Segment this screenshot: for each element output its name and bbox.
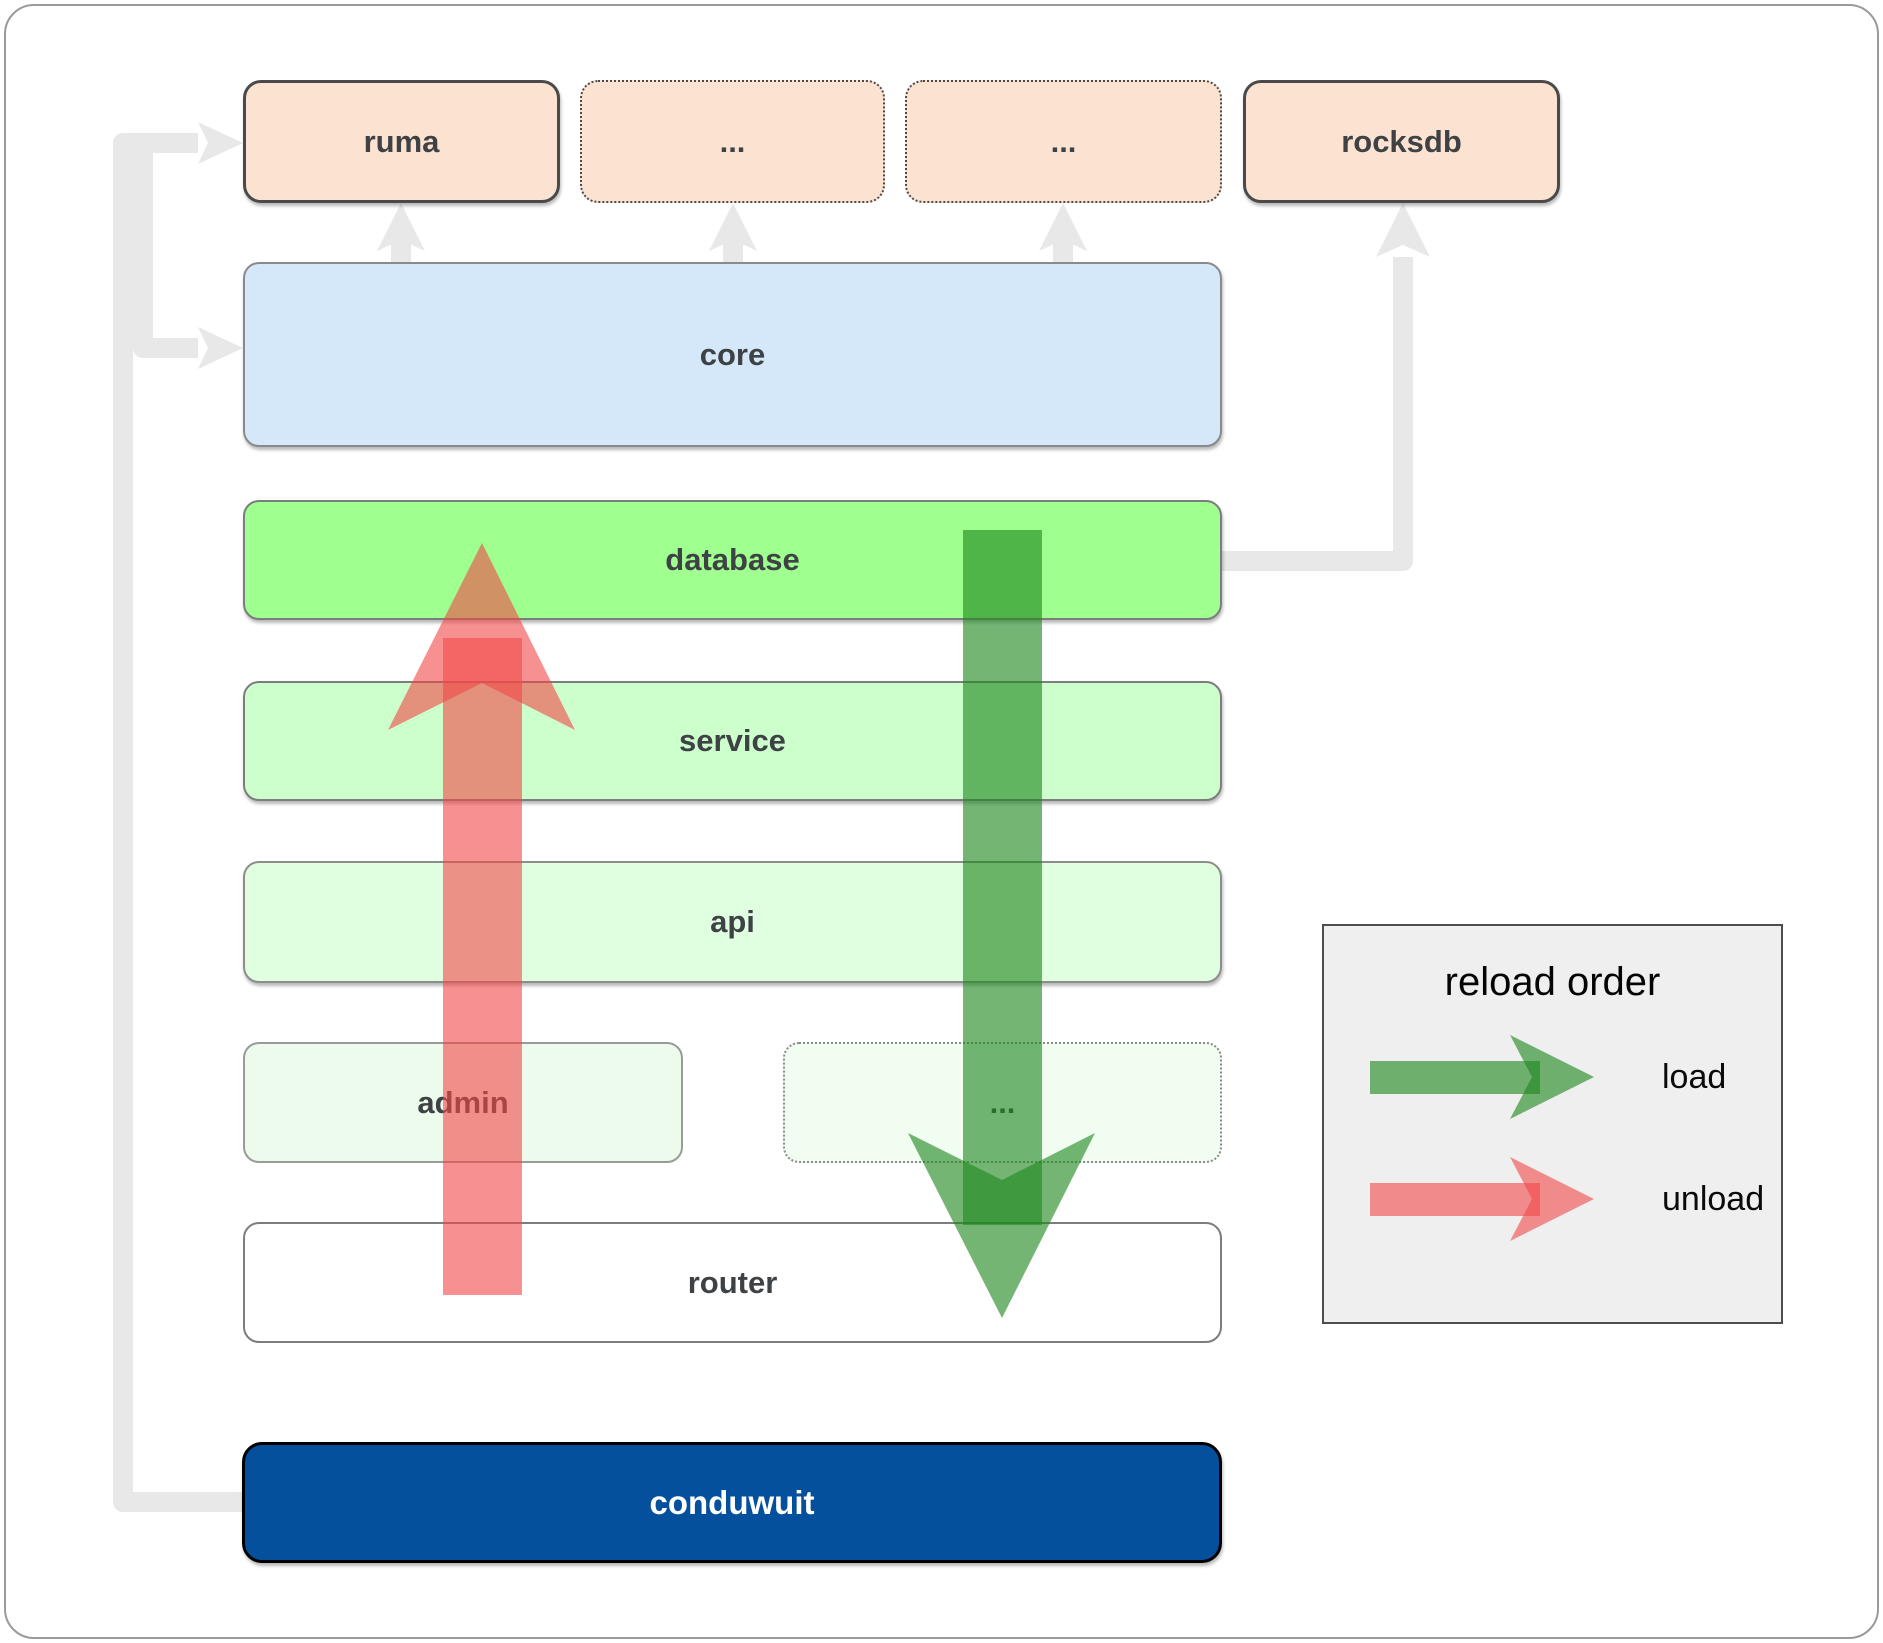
layer-box-core: core [243,262,1222,447]
connector-conduwuit-to-ruma [113,133,246,1512]
crate-label: rocksdb [1341,123,1462,159]
layer-label: router [687,1264,778,1300]
app-label: conduwuit [649,1483,815,1521]
crate-box-rocksdb: rocksdb [1243,80,1560,203]
crate-box-dots-2: ... [905,80,1222,203]
legend-title: reload order [1444,960,1661,1004]
legend-item-load: load [1324,1027,1781,1127]
legend-item-unload: unload [1324,1149,1781,1249]
arrow-core-to-dots-1 [709,203,757,264]
layer-label: service [679,723,786,758]
layer-box-database: database [243,500,1222,620]
crate-label: ... [719,123,746,159]
unload-arrow-icon [1370,1157,1594,1241]
layer-box-service: service [243,681,1222,801]
layer-label: api [710,904,755,939]
app-box-conduwuit: conduwuit [242,1442,1222,1563]
load-arrow-icon [1370,1035,1594,1119]
arrow-core-to-ruma [377,203,425,264]
layer-label: database [665,542,800,577]
layer-box-admin: admin [243,1042,683,1163]
connector-branch-to-core [133,151,198,358]
legend-label-unload: unload [1662,1179,1765,1218]
arrowhead-to-rocksdb-icon [1376,203,1430,257]
crate-box-ruma: ruma [243,80,560,203]
layer-box-api: api [243,861,1222,983]
arrowhead-to-ruma-icon [198,122,243,164]
legend-reload-order: reload order load unload [1322,924,1783,1324]
connector-database-to-rocksdb [1222,257,1413,571]
layer-box-router: router [243,1222,1222,1343]
crate-label: ... [1050,123,1077,159]
crate-box-dots-1: ... [580,80,885,203]
outer-frame [4,4,1879,1639]
layer-label: admin [417,1084,509,1120]
legend-label-load: load [1662,1057,1727,1096]
layer-label: core [699,336,766,372]
crate-label: ruma [363,123,440,159]
layer-box-dots: ... [783,1042,1222,1163]
arrowhead-to-core-icon [198,327,243,369]
layer-label: ... [989,1084,1016,1120]
arrow-core-to-dots-2 [1039,203,1087,264]
